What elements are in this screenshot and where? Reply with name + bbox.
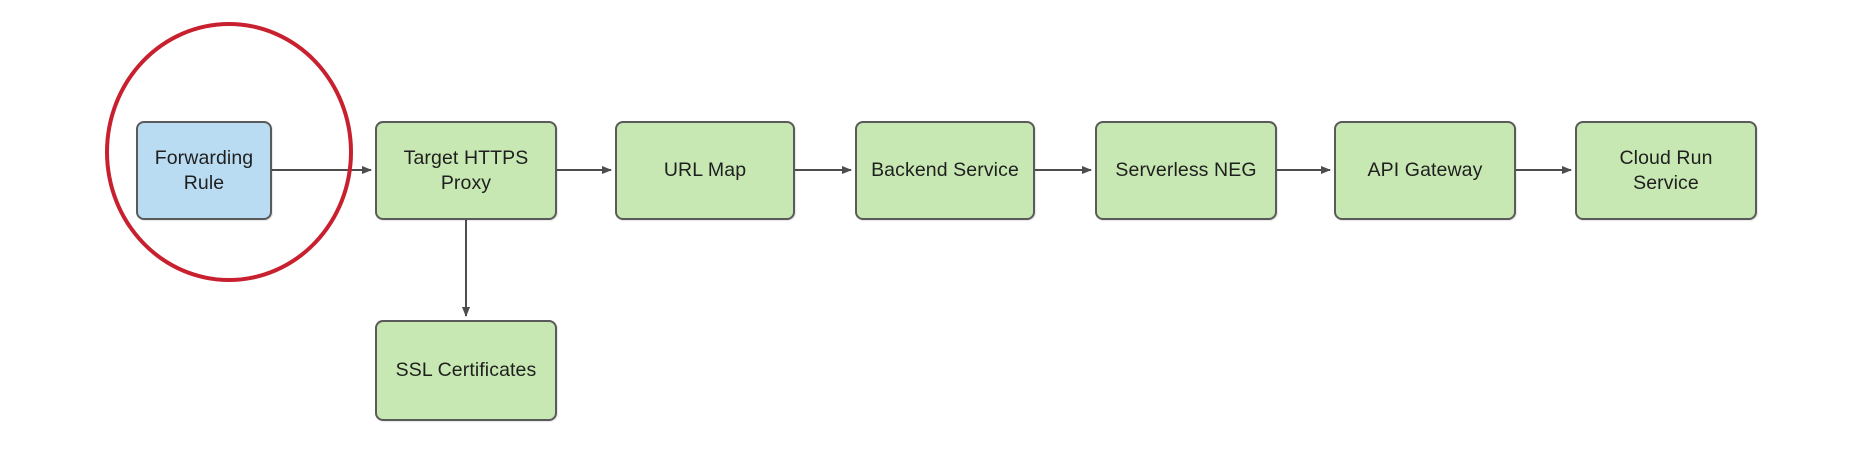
node-api-gateway-label: API Gateway — [1367, 159, 1483, 182]
node-serverless-neg[interactable]: Serverless NEG — [1095, 121, 1277, 220]
node-cloud-run-service[interactable]: Cloud Run Service — [1575, 121, 1757, 220]
node-backend-service-label: Backend Service — [871, 159, 1019, 182]
node-backend-service[interactable]: Backend Service — [855, 121, 1035, 220]
node-ssl-certificates[interactable]: SSL Certificates — [375, 320, 557, 421]
node-cloud-run-service-label: Cloud Run Service — [1619, 146, 1713, 194]
node-ssl-certificates-label: SSL Certificates — [395, 359, 537, 382]
forwarding-rule-highlight-ellipse — [105, 22, 353, 282]
node-forwarding-rule-label: Forwarding Rule — [154, 146, 254, 194]
node-url-map[interactable]: URL Map — [615, 121, 795, 220]
node-url-map-label: URL Map — [663, 159, 747, 182]
node-forwarding-rule[interactable]: Forwarding Rule — [136, 121, 272, 220]
node-api-gateway[interactable]: API Gateway — [1334, 121, 1516, 220]
node-target-https-proxy-label: Target HTTPS Proxy — [403, 146, 529, 194]
node-serverless-neg-label: Serverless NEG — [1115, 159, 1257, 182]
node-target-https-proxy[interactable]: Target HTTPS Proxy — [375, 121, 557, 220]
